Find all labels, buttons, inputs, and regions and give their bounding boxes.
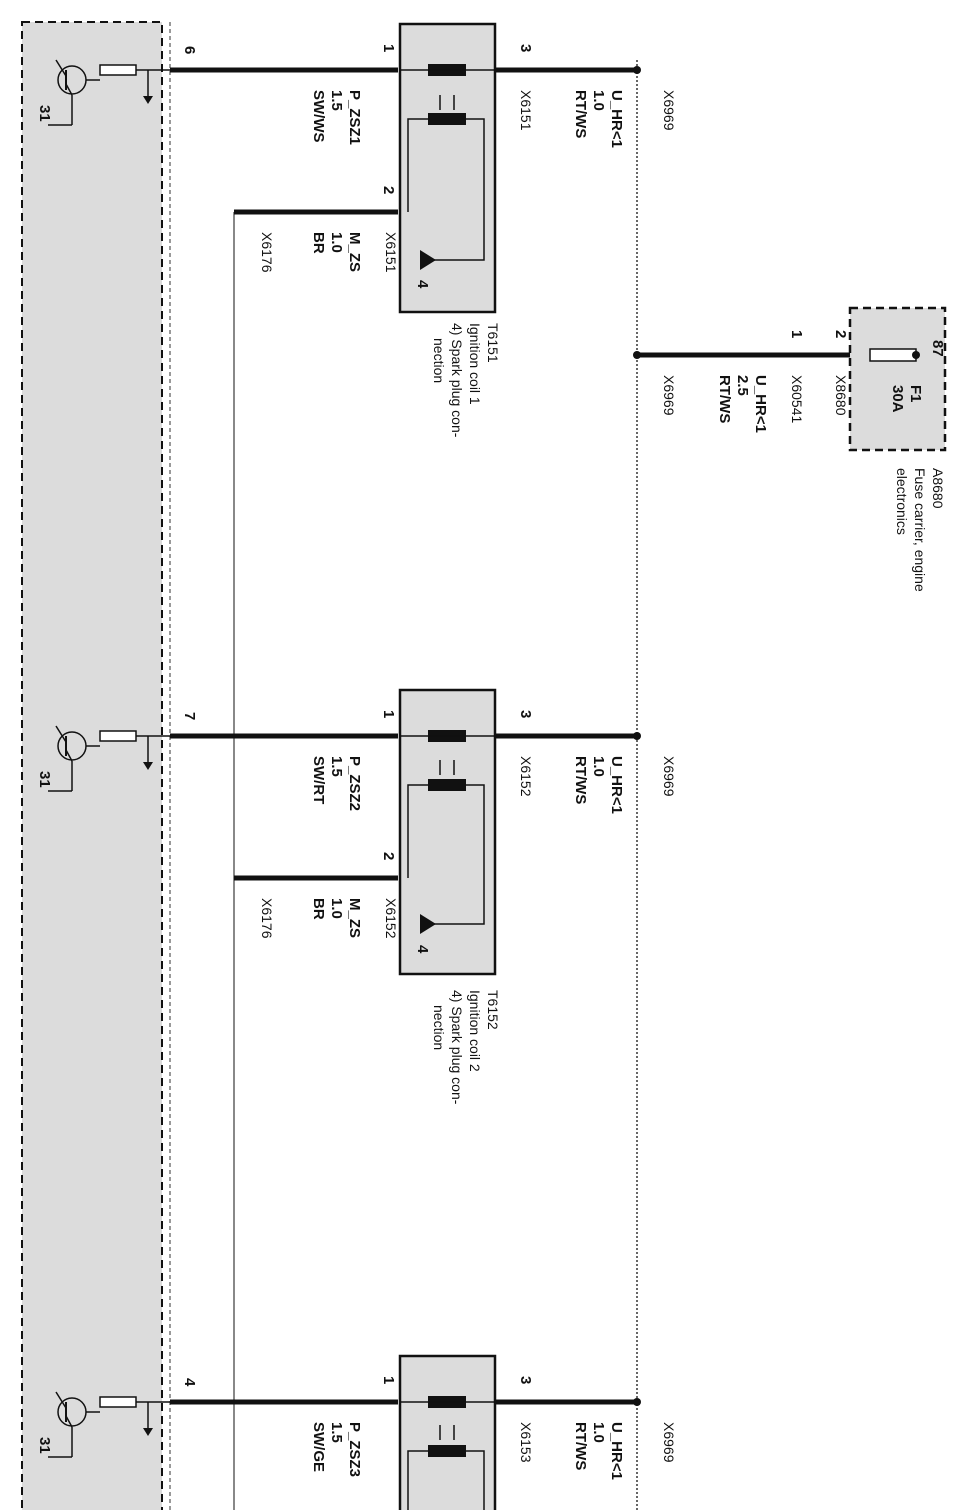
ground-conn: X6176 [259, 898, 275, 939]
transistor-icon [48, 59, 100, 126]
spark-plug-arrow-icon [420, 914, 436, 934]
arrow-down-icon [143, 96, 153, 104]
splice-dot [633, 66, 641, 74]
coil-group-2: 31 7 P_ZSZ2 1.5 SW/RT 4 1 2 3 T6152 Igni… [36, 688, 677, 1105]
wire-m-conn: X6152 [383, 898, 399, 939]
wire-p-name: P_ZSZ2 [346, 756, 363, 811]
wire-u-size: 1.0 [590, 90, 607, 111]
wire-m-conn: X6151 [383, 232, 399, 273]
coil-note-2: nection [431, 338, 447, 383]
fuse-rating: 30A [889, 385, 906, 413]
resistor-icon [99, 64, 137, 76]
supply-conn1-pin: 1 [788, 330, 805, 338]
wire-p-color: SW/RT [310, 756, 327, 804]
coil-pin2: 2 [380, 186, 397, 194]
fuse-carrier-id: A8680 [930, 468, 946, 509]
wire-m-size: 1.0 [328, 898, 345, 919]
wire-u-name: U_HR<1 [608, 90, 625, 148]
supply-conn2-label: X8680 [833, 375, 849, 416]
coil-note-2: nection [431, 1005, 447, 1050]
wire-p-size: 1.5 [328, 90, 345, 111]
supply-conn1-label: X60541 [789, 375, 805, 423]
splice-label: X6969 [661, 1422, 677, 1463]
coil-note-1: 4) Spark plug con- [449, 990, 465, 1105]
wire-u-size: 1.0 [590, 756, 607, 777]
coil-group-3: 31 4 P_ZSZ3 1.5 SW/GE 1 3 X6153 U_HR<1 1… [36, 1354, 677, 1510]
coil-winding-secondary [428, 1445, 466, 1457]
wire-u-name: U_HR<1 [608, 1422, 625, 1480]
spark-plug-arrow-icon [420, 250, 436, 270]
ground-label: 31 [36, 1437, 53, 1454]
wire-p-name: P_ZSZ1 [346, 90, 363, 145]
fuse-carrier-name-2: electronics [894, 468, 910, 535]
ecu-pin-label: 7 [181, 712, 198, 720]
coil-winding-secondary [428, 113, 466, 125]
wire-m-name: M_ZS [346, 898, 363, 938]
wire-p-color: SW/WS [310, 90, 327, 143]
fuse-carrier-box [848, 306, 947, 452]
resistor-icon [99, 1396, 137, 1408]
wire-m-color: BR [310, 898, 327, 920]
coil-pin3: 3 [517, 1376, 534, 1384]
supply-splice-dot [633, 351, 641, 359]
coil-pin1: 1 [380, 1376, 397, 1384]
coil-box [398, 1354, 497, 1510]
wire-u-name: U_HR<1 [608, 756, 625, 814]
ground-label: 31 [36, 105, 53, 122]
fuse-name: F1 [907, 385, 924, 403]
supply-group: X6969 U_HR<1 2.5 RT/WS X60541 1 X8680 2 … [633, 306, 947, 592]
coil-pin4: 4 [414, 280, 431, 289]
supply-wire-size: 2.5 [734, 375, 751, 396]
supply-conn2-pin: 2 [832, 330, 849, 338]
wire-u-color: RT/WS [572, 1422, 589, 1470]
wire-u-conn: X6152 [518, 756, 534, 797]
coil-pin1: 1 [380, 710, 397, 718]
coil-pin4: 4 [414, 945, 431, 954]
splice-dot [633, 732, 641, 740]
wire-u-color: RT/WS [572, 756, 589, 804]
fuse-carrier-name-1: Fuse carrier, engine [912, 468, 928, 592]
coil-pin2: 2 [380, 852, 397, 860]
coil-winding-secondary [428, 779, 466, 791]
splice-label: X6969 [661, 90, 677, 131]
wire-m-color: BR [310, 232, 327, 254]
wire-p-size: 1.5 [328, 1422, 345, 1443]
coil-group-1: 31 6 P_ZSZ1 1.5 SW/WS 4 1 2 3 T6151 Igni… [36, 22, 677, 438]
coil-pin3: 3 [517, 710, 534, 718]
coil-name: Ignition coil 2 [467, 990, 483, 1072]
coil-pin1: 1 [380, 44, 397, 52]
wire-p-size: 1.5 [328, 756, 345, 777]
coil-name: Ignition coil 1 [467, 323, 483, 405]
resistor-icon [99, 730, 137, 742]
supply-wire-name: U_HR<1 [752, 375, 769, 433]
coil-pin3: 3 [517, 44, 534, 52]
ecu-pin-label: 6 [181, 46, 198, 54]
arrow-down-icon [143, 1428, 153, 1436]
wire-p-name: P_ZSZ3 [346, 1422, 363, 1477]
transistor-icon [48, 725, 100, 792]
fuse-icon [869, 348, 917, 362]
wire-p-color: SW/GE [310, 1422, 327, 1472]
ecu-pin-label: 4 [181, 1378, 198, 1387]
ground-label: 31 [36, 771, 53, 788]
wire-m-size: 1.0 [328, 232, 345, 253]
coil-note-1: 4) Spark plug con- [449, 323, 465, 438]
splice-label: X6969 [661, 756, 677, 797]
fuse-terminal: 87 [929, 340, 946, 357]
coil-id: T6151 [485, 323, 501, 363]
wire-u-size: 1.0 [590, 1422, 607, 1443]
coil-id: T6152 [485, 990, 501, 1030]
wire-u-conn: X6151 [518, 90, 534, 131]
transistor-icon [48, 1391, 100, 1458]
ecu-box [21, 21, 163, 1510]
ground-conn: X6176 [259, 232, 275, 273]
wire-u-color: RT/WS [572, 90, 589, 138]
splice-dot [633, 1398, 641, 1406]
wire-u-conn: X6153 [518, 1422, 534, 1463]
supply-splice-label: X6969 [661, 375, 677, 416]
arrow-down-icon [143, 762, 153, 770]
supply-wire-color: RT/WS [716, 375, 733, 423]
wire-m-name: M_ZS [346, 232, 363, 272]
